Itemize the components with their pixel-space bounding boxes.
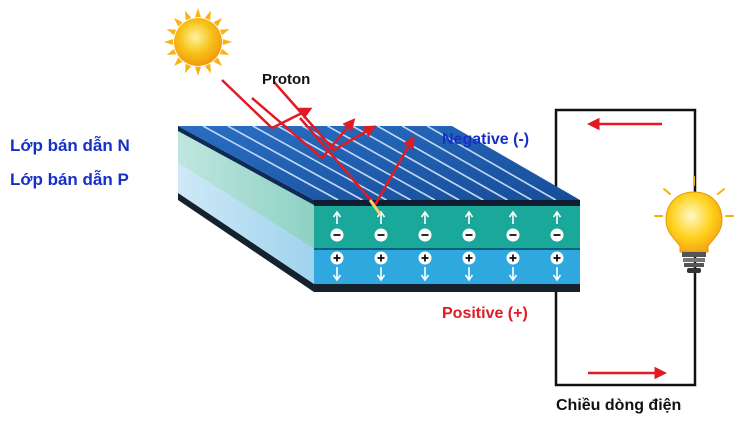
sun-ray [222,39,232,45]
current-direction-label: Chiều dòng điện [556,397,681,414]
plus-charge-icon [374,251,388,265]
hole-down-arrow [376,267,386,282]
p-layer-label: Lớp bán dẫn P [10,170,129,189]
sun-icon [164,8,232,76]
sun-ray [219,29,230,36]
sun-ray [166,48,177,55]
minus-charge-icon [330,228,344,242]
charge-carriers [330,210,564,282]
sun-ray [174,57,183,66]
panel-front-top-edge [314,200,580,206]
panel-top-edge-side [178,126,314,205]
plus-charge-icon [550,251,564,265]
electron-up-arrow [376,210,386,224]
plus-charge-icon [330,251,344,265]
minus-charge-icon [418,228,432,242]
n-layer-label: Lớp bán dẫn N [10,136,130,155]
hole-down-arrow [552,267,562,282]
sun-ray [195,8,201,18]
positive-label: Positive (+) [442,305,528,322]
n-layer-side [178,126,314,249]
n-layer-front [314,206,580,249]
sun-ray [185,63,192,74]
plus-charge-icon [462,251,476,265]
hole-down-arrow [332,267,342,282]
electron-up-arrow [508,210,518,224]
panel-cell-line [352,125,484,201]
panel-bottom-edge [178,193,314,292]
panel-cell-line [227,125,363,201]
hole-down-arrow [508,267,518,282]
sun-ray [195,66,201,76]
plus-charge-icon [506,251,520,265]
panel-front-bottom-edge [314,284,580,292]
sun-ray [204,10,211,21]
proton-label: Proton [262,71,310,88]
panel-top-surface [178,126,580,200]
panel-cell-line [252,125,387,201]
negative-label: Negative (-) [442,131,529,148]
minus-charge-icon [374,228,388,242]
sun-ray [185,10,192,21]
panel-cell-line [376,125,508,201]
sun-ray [213,57,222,66]
hole-down-arrow [464,267,474,282]
hole-down-arrow [420,267,430,282]
minus-charge-icon [462,228,476,242]
p-layer-front [314,250,580,284]
p-layer-side [178,163,314,284]
sun-ray [219,48,230,55]
electron-up-arrow [552,210,562,224]
electron-up-arrow [332,210,342,224]
electron-up-arrow [420,210,430,224]
panel-cell-line [327,125,460,201]
sun-ray [213,18,222,27]
electron-up-arrow [464,210,474,224]
sun-ray [174,18,183,27]
minus-charge-icon [550,228,564,242]
sun-ray [204,63,211,74]
photon-impact-mark [368,199,382,215]
light-bulb-icon [654,176,734,273]
minus-charge-icon [506,228,520,242]
panel-cell-line [202,125,339,201]
panel-cell-line [426,125,557,201]
sun-ray [164,39,174,45]
junction-line [314,248,580,250]
panel-cell-line [401,125,532,201]
sun-ray [166,29,177,36]
plus-charge-icon [418,251,432,265]
